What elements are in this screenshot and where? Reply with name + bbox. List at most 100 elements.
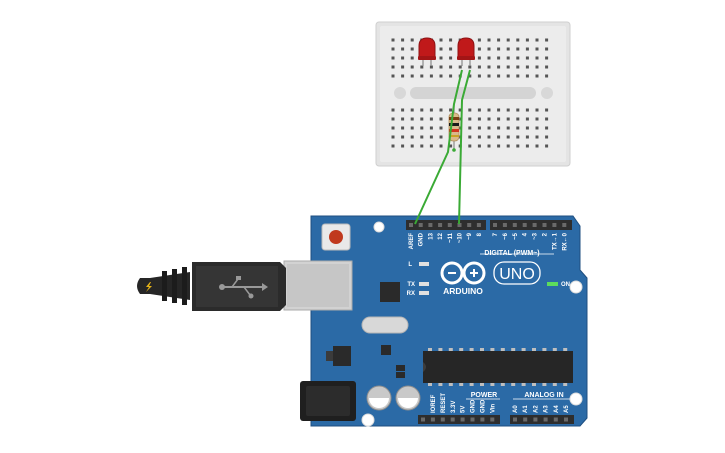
- breadboard-hole[interactable]: [497, 144, 501, 148]
- breadboard-hole[interactable]: [458, 108, 462, 112]
- header-pin[interactable]: [480, 417, 485, 422]
- header-pin[interactable]: [522, 223, 527, 227]
- breadboard-hole[interactable]: [429, 117, 433, 121]
- breadboard-hole[interactable]: [497, 126, 501, 130]
- breadboard-hole[interactable]: [487, 126, 491, 130]
- breadboard-hole[interactable]: [458, 126, 462, 130]
- breadboard-hole[interactable]: [516, 108, 520, 112]
- breadboard-hole[interactable]: [487, 38, 491, 42]
- breadboard-hole[interactable]: [516, 74, 520, 78]
- breadboard-hole[interactable]: [410, 117, 414, 121]
- header-pin[interactable]: [523, 417, 528, 422]
- breadboard-hole[interactable]: [525, 135, 529, 139]
- breadboard-hole[interactable]: [535, 56, 539, 60]
- breadboard-hole[interactable]: [439, 38, 443, 42]
- breadboard-hole[interactable]: [516, 38, 520, 42]
- breadboard-hole[interactable]: [535, 74, 539, 78]
- breadboard-hole[interactable]: [477, 74, 481, 78]
- breadboard-hole[interactable]: [525, 117, 529, 121]
- breadboard-hole[interactable]: [401, 65, 405, 69]
- breadboard-hole[interactable]: [429, 126, 433, 130]
- header-pin[interactable]: [490, 417, 495, 422]
- breadboard-hole[interactable]: [497, 65, 501, 69]
- breadboard-hole[interactable]: [506, 56, 510, 60]
- breadboard-hole[interactable]: [391, 74, 395, 78]
- breadboard-hole[interactable]: [545, 117, 549, 121]
- header-pin[interactable]: [542, 223, 547, 227]
- breadboard-hole[interactable]: [506, 65, 510, 69]
- header-pin[interactable]: [418, 223, 423, 227]
- breadboard-hole[interactable]: [391, 144, 395, 148]
- header-pin[interactable]: [470, 417, 475, 422]
- breadboard-hole[interactable]: [497, 117, 501, 121]
- breadboard-hole[interactable]: [497, 47, 501, 51]
- breadboard-hole[interactable]: [468, 74, 472, 78]
- breadboard-hole[interactable]: [449, 74, 453, 78]
- breadboard-hole[interactable]: [477, 38, 481, 42]
- breadboard-hole[interactable]: [516, 65, 520, 69]
- breadboard-hole[interactable]: [477, 144, 481, 148]
- breadboard-hole[interactable]: [439, 47, 443, 51]
- breadboard-hole[interactable]: [525, 47, 529, 51]
- breadboard-hole[interactable]: [487, 117, 491, 121]
- breadboard-hole[interactable]: [410, 38, 414, 42]
- breadboard-hole[interactable]: [391, 126, 395, 130]
- breadboard-hole[interactable]: [429, 144, 433, 148]
- breadboard-hole[interactable]: [516, 47, 520, 51]
- breadboard-hole[interactable]: [545, 74, 549, 78]
- breadboard-hole[interactable]: [506, 117, 510, 121]
- breadboard-hole[interactable]: [391, 38, 395, 42]
- breadboard-hole[interactable]: [525, 74, 529, 78]
- breadboard-hole[interactable]: [516, 56, 520, 60]
- breadboard-hole[interactable]: [525, 144, 529, 148]
- breadboard-hole[interactable]: [429, 65, 433, 69]
- header-pin[interactable]: [460, 417, 465, 422]
- breadboard-hole[interactable]: [468, 144, 472, 148]
- header-pin[interactable]: [440, 417, 445, 422]
- breadboard-hole[interactable]: [516, 135, 520, 139]
- breadboard-hole[interactable]: [439, 65, 443, 69]
- breadboard-hole[interactable]: [391, 47, 395, 51]
- breadboard-hole[interactable]: [545, 108, 549, 112]
- breadboard-hole[interactable]: [410, 135, 414, 139]
- breadboard-hole[interactable]: [477, 65, 481, 69]
- breadboard-hole[interactable]: [458, 65, 462, 69]
- breadboard-hole[interactable]: [439, 74, 443, 78]
- breadboard-hole[interactable]: [516, 117, 520, 121]
- header-pin[interactable]: [552, 223, 557, 227]
- breadboard-hole[interactable]: [506, 74, 510, 78]
- breadboard-hole[interactable]: [401, 126, 405, 130]
- header-pin[interactable]: [553, 417, 558, 422]
- breadboard-hole[interactable]: [487, 65, 491, 69]
- header-pin[interactable]: [532, 223, 537, 227]
- breadboard-hole[interactable]: [410, 126, 414, 130]
- led-1[interactable]: [418, 37, 436, 66]
- breadboard-hole[interactable]: [468, 126, 472, 130]
- breadboard-hole[interactable]: [420, 65, 424, 69]
- wire-pin-10[interactable]: [458, 69, 471, 225]
- breadboard-hole[interactable]: [535, 144, 539, 148]
- breadboard-hole[interactable]: [535, 108, 539, 112]
- breadboard-hole[interactable]: [477, 126, 481, 130]
- breadboard-hole[interactable]: [410, 47, 414, 51]
- breadboard-hole[interactable]: [439, 117, 443, 121]
- breadboard-hole[interactable]: [487, 47, 491, 51]
- header-pin[interactable]: [457, 223, 462, 227]
- breadboard-hole[interactable]: [497, 38, 501, 42]
- breadboard-hole[interactable]: [401, 117, 405, 121]
- breadboard-hole[interactable]: [420, 117, 424, 121]
- breadboard-hole[interactable]: [487, 56, 491, 60]
- breadboard-hole[interactable]: [497, 135, 501, 139]
- header-pin[interactable]: [430, 417, 435, 422]
- breadboard-hole[interactable]: [525, 56, 529, 60]
- breadboard-hole[interactable]: [468, 135, 472, 139]
- breadboard-hole[interactable]: [439, 108, 443, 112]
- breadboard-hole[interactable]: [545, 65, 549, 69]
- breadboard-hole[interactable]: [449, 38, 453, 42]
- breadboard-hole[interactable]: [391, 135, 395, 139]
- breadboard-hole[interactable]: [535, 117, 539, 121]
- breadboard-hole[interactable]: [420, 126, 424, 130]
- breadboard-hole[interactable]: [420, 144, 424, 148]
- breadboard-hole[interactable]: [401, 47, 405, 51]
